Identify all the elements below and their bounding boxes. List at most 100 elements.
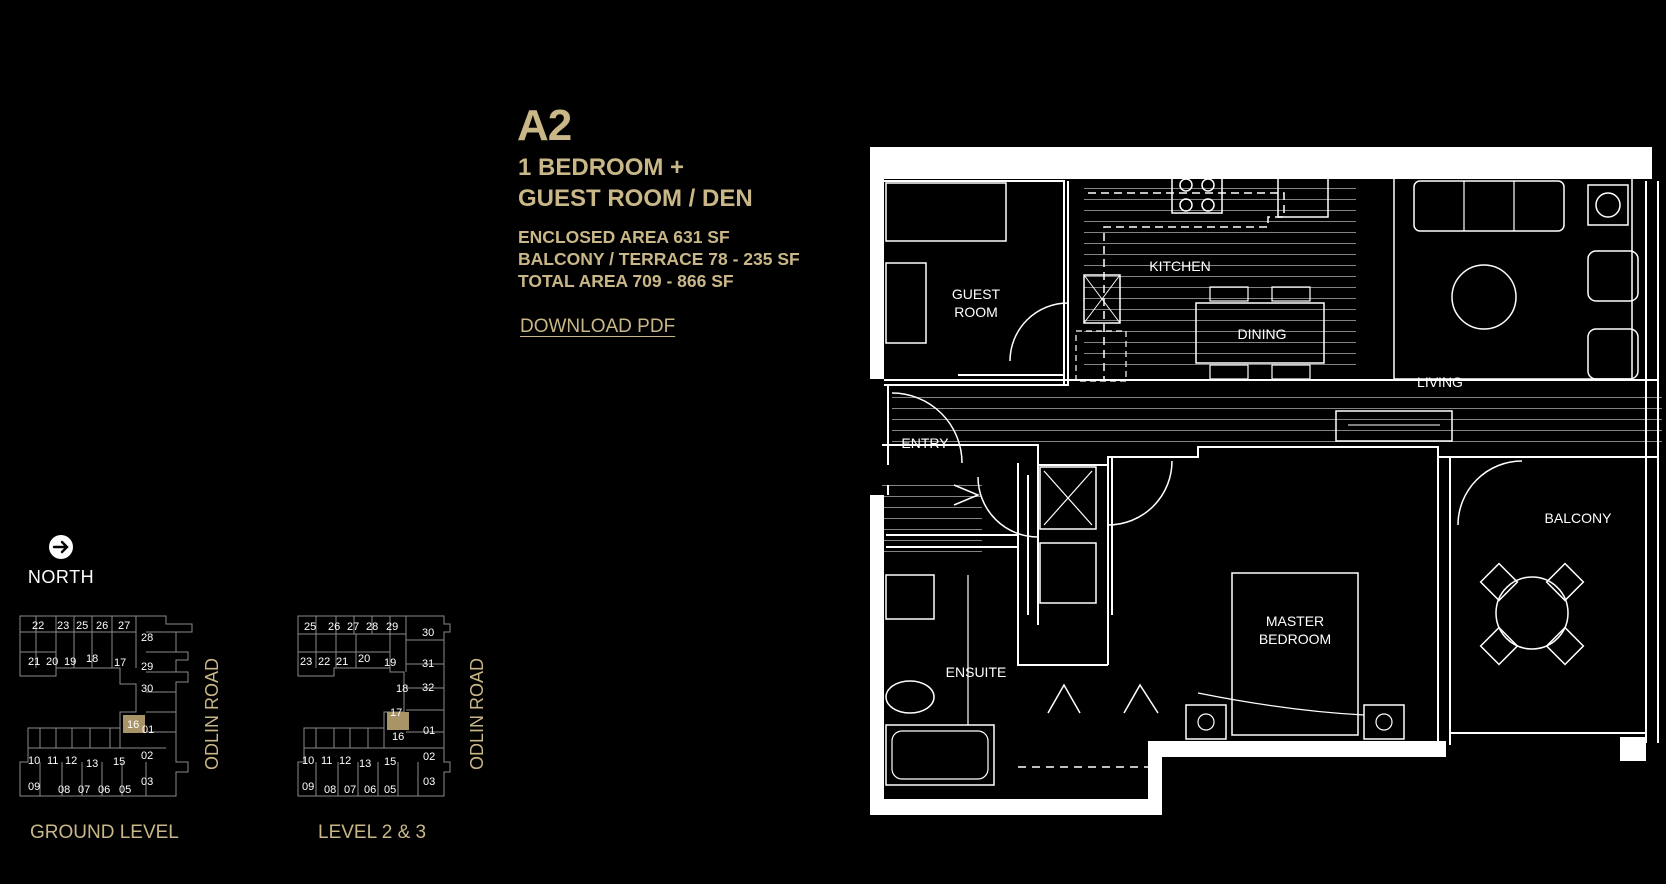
- kp2-unit: 20: [358, 653, 370, 665]
- kp1-unit: 11: [47, 755, 58, 767]
- fridge: [1277, 170, 1329, 218]
- unit-title: A2: [517, 101, 572, 150]
- balcony-door-swing: [1457, 460, 1523, 526]
- kp1-unit: 21: [28, 656, 40, 668]
- level-2-3-label: LEVEL 2 & 3: [318, 822, 427, 843]
- kp1-unit: 20: [46, 656, 58, 668]
- kp1-unit: 01: [142, 724, 154, 736]
- toilet: [885, 680, 935, 714]
- mechanical-shaft: [1039, 466, 1097, 530]
- kp2-unit: 23: [300, 656, 312, 668]
- north-label: NORTH: [27, 567, 95, 587]
- kp1-unit-highlighted: 16: [127, 719, 139, 731]
- bedroom-balcony-wall: [1437, 447, 1451, 745]
- kp1-unit: 05: [119, 784, 131, 796]
- room-label-living: LIVING: [1417, 374, 1463, 390]
- kp2-unit: 18: [396, 683, 408, 695]
- kp2-unit: 30: [422, 627, 434, 639]
- total-area: TOTAL AREA 709 - 866 SF: [518, 271, 734, 291]
- kp2-unit: 11: [321, 755, 332, 767]
- sink: [1083, 274, 1121, 324]
- kp2-unit: 06: [364, 784, 376, 796]
- kp1-unit: 07: [78, 784, 90, 796]
- guest-bed: [885, 182, 1007, 242]
- room-label-master-2: BEDROOM: [1259, 631, 1331, 647]
- guest-door-swing: [1009, 302, 1069, 362]
- room-label-ensuite: ENSUITE: [946, 664, 1007, 680]
- enclosed-area: ENCLOSED AREA 631 SF: [518, 227, 730, 247]
- highlighted-unit: [123, 715, 145, 733]
- kp1-unit: 30: [141, 683, 153, 695]
- balcony-table: [1495, 576, 1569, 650]
- kp1-unit: 03: [141, 776, 153, 788]
- fireplace: [1587, 184, 1629, 226]
- coffee-table: [1451, 264, 1517, 330]
- room-label-master: MASTER: [1266, 613, 1324, 629]
- room-label-balcony: BALCONY: [1545, 510, 1613, 526]
- wall-bottom-left: [870, 799, 1160, 815]
- kp1-unit: 15: [113, 756, 125, 768]
- dining-table: [1195, 302, 1325, 364]
- kp2-unit: 15: [384, 756, 396, 768]
- unit-type-line-2: GUEST ROOM / DEN: [518, 185, 753, 212]
- nightstand: [1185, 704, 1227, 740]
- kp2-unit: 21: [336, 656, 348, 668]
- corner-column: [1620, 737, 1646, 761]
- bedroom-door-swing: [1107, 460, 1173, 526]
- kp2-unit: 12: [339, 755, 351, 767]
- ground-level-label: GROUND LEVEL: [30, 822, 179, 843]
- kp1-unit: 08: [58, 784, 70, 796]
- kp2-unit: 28: [366, 621, 378, 633]
- kp1-unit: 19: [64, 656, 76, 668]
- kp2-unit: 10: [302, 755, 314, 767]
- kp1-unit: 13: [86, 758, 98, 770]
- kp1-unit: 23: [57, 620, 69, 632]
- corridor-floor: [892, 395, 1662, 445]
- kp1-unit: 18: [86, 653, 98, 665]
- download-pdf-link[interactable]: DOWNLOAD PDF: [520, 316, 676, 337]
- sofa: [1413, 180, 1565, 232]
- kp2-unit: 27: [347, 621, 359, 633]
- wall-bottom-mid: [1148, 741, 1446, 757]
- kp2-unit: 05: [384, 784, 396, 796]
- kp2-unit: 25: [304, 621, 316, 633]
- ensuite-door-swing: [977, 476, 1039, 538]
- kp2-unit: 07: [344, 784, 356, 796]
- room-label-entry: ENTRY: [901, 435, 949, 451]
- bathtub: [885, 724, 995, 786]
- kp2-unit: 01: [423, 725, 435, 737]
- wall-left-upper: [870, 147, 884, 379]
- laundry-closet: [1039, 542, 1097, 604]
- kp1-unit: 26: [96, 620, 108, 632]
- room-label-kitchen: KITCHEN: [1149, 258, 1210, 274]
- room-label-dining: DINING: [1238, 326, 1287, 342]
- shaft-walls: [1027, 457, 1113, 625]
- kp2-unit: 26: [328, 621, 340, 633]
- balcony-outer-wall: [1645, 181, 1659, 743]
- kp2-unit-highlighted: 16: [392, 731, 404, 743]
- highlighted-unit: [387, 712, 409, 730]
- kp2-unit: 13: [359, 758, 371, 770]
- entry-door-swing: [891, 392, 963, 464]
- kp1-unit: 10: [28, 755, 40, 767]
- floor-plan: GUEST ROOM KITCHEN DINING LIVING ENTRY B…: [870, 147, 1662, 815]
- ensuite-wall: [886, 534, 1018, 548]
- kp1-unit: 25: [76, 620, 88, 632]
- closet-doors: [1047, 683, 1159, 714]
- area-summary: ENCLOSED AREA 631 SF BALCONY / TERRACE 7…: [518, 226, 800, 292]
- kp1-unit: 22: [32, 620, 44, 632]
- room-label-guest: GUEST: [952, 286, 1001, 302]
- kp2-unit: 02: [423, 751, 435, 763]
- compass-arrow-icon: [49, 535, 73, 559]
- room-label-guest-2: ROOM: [954, 304, 998, 320]
- kp2-unit: 22: [318, 656, 330, 668]
- guest-desk: [885, 262, 927, 344]
- kp1-unit: 06: [98, 784, 110, 796]
- living-zone: [1393, 172, 1633, 380]
- unit-type: 1 BEDROOM + GUEST ROOM / DEN: [518, 152, 753, 214]
- kp2-unit: 03: [423, 776, 435, 788]
- kp1-unit: 12: [65, 755, 77, 767]
- kp1-unit: 09: [28, 781, 40, 793]
- vanity: [885, 574, 935, 620]
- kp1-unit: 28: [141, 632, 153, 644]
